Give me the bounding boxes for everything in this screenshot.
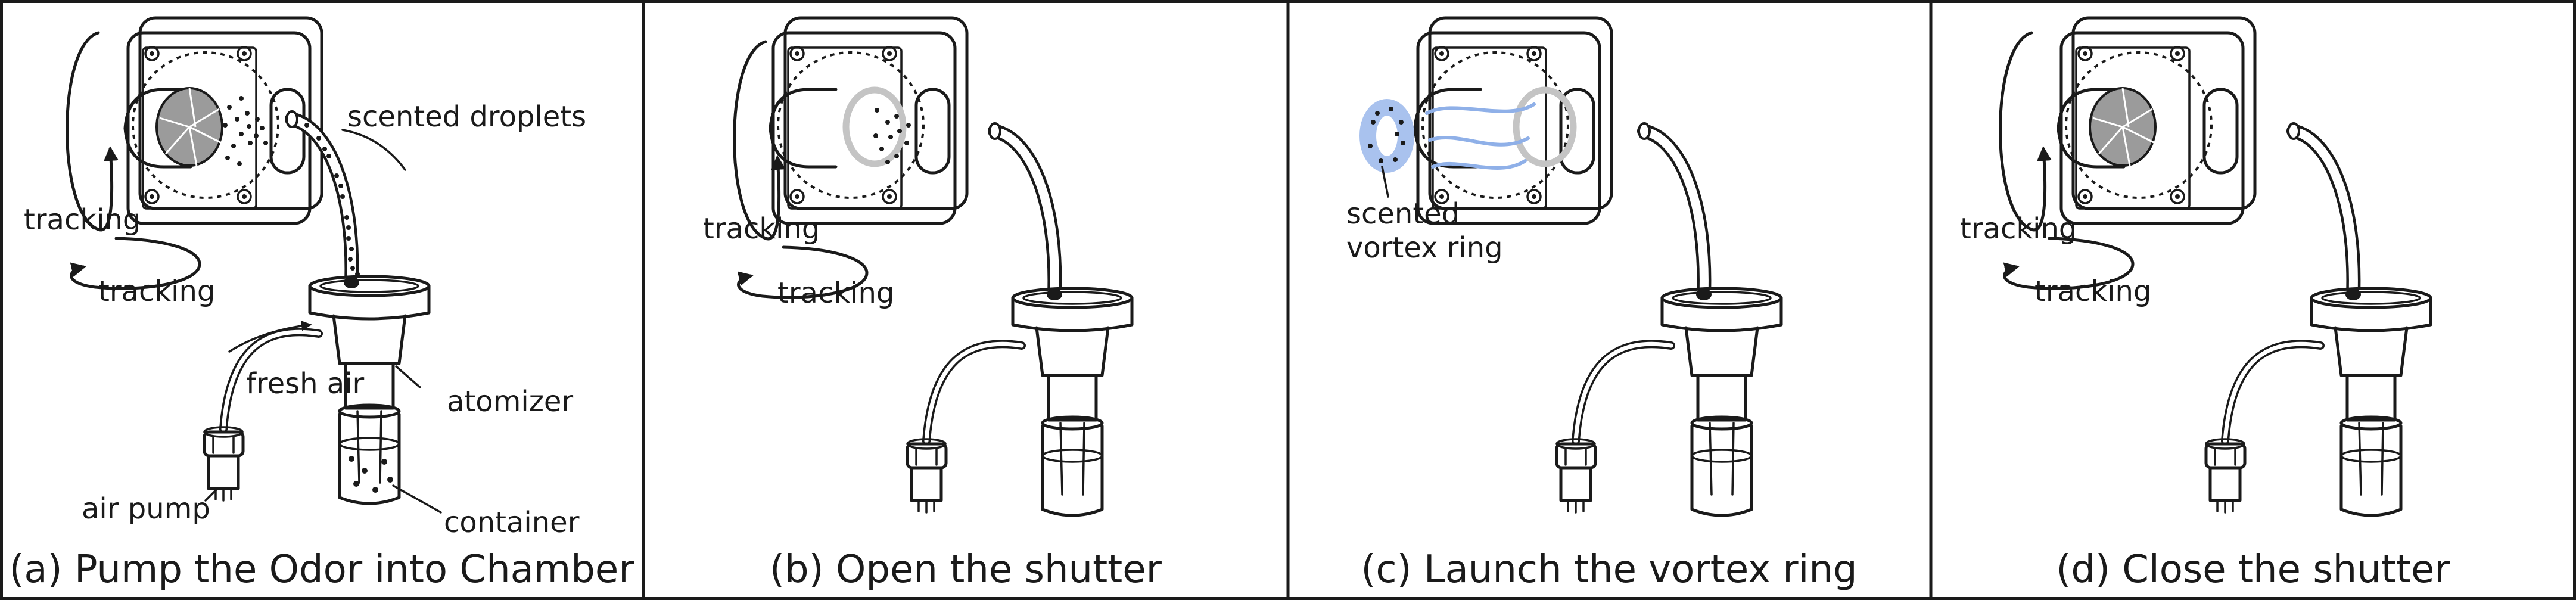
label-tracking-lower: tracking [777, 276, 894, 310]
shutter-closed [2090, 88, 2155, 166]
label-tracking-upper: tracking [703, 212, 820, 245]
container-droplets [349, 456, 393, 493]
shutter-open [1516, 90, 1573, 164]
odor-device [2058, 18, 2255, 223]
rotation-arrows [735, 42, 867, 297]
panel-a: scented droplets tracking tracking fresh… [9, 18, 634, 592]
label-scented-droplets: scented droplets [347, 100, 586, 133]
vortex-ring [1368, 107, 1406, 164]
label-container: container [444, 506, 580, 539]
label-vortex-ring-line1: scented [1346, 197, 1460, 231]
atomizer-pointer [396, 366, 420, 387]
panel-b: tracking tracking (b) Open the shutter [703, 18, 1162, 592]
droplets-pointer [343, 130, 405, 170]
odor-apparatus [907, 123, 1132, 515]
label-fresh-air: fresh air [246, 367, 365, 400]
caption-panel-d: (d) Close the shutter [2056, 548, 2450, 592]
shutter-open [846, 90, 903, 164]
odor-apparatus [2206, 123, 2431, 515]
caption-panel-c: (c) Launch the vortex ring [1361, 548, 1857, 592]
odor-device [770, 18, 967, 223]
odor-apparatus [1557, 123, 1781, 515]
caption-panel-b: (b) Open the shutter [770, 548, 1162, 592]
label-tracking-lower: tracking [2034, 275, 2151, 308]
shutter-closed [157, 88, 222, 166]
label-tracking-lower: tracking [98, 275, 215, 308]
label-atomizer: atomizer [447, 385, 573, 418]
caption-panel-a: (a) Pump the Odor into Chamber [9, 548, 634, 592]
label-air-pump: air pump [82, 492, 210, 526]
label-tracking-upper: tracking [1960, 212, 2077, 245]
odor-device [1415, 18, 1611, 223]
odor-apparatus [204, 111, 429, 503]
label-tracking-upper: tracking [24, 203, 141, 237]
container-pointer [393, 486, 441, 512]
label-vortex-ring-line2: vortex ring [1346, 231, 1503, 265]
panel-d: tracking tracking (d) Close the shutter [1960, 18, 2450, 592]
panel-c: scented vortex ring (c) Launch the vorte… [1346, 18, 1858, 592]
